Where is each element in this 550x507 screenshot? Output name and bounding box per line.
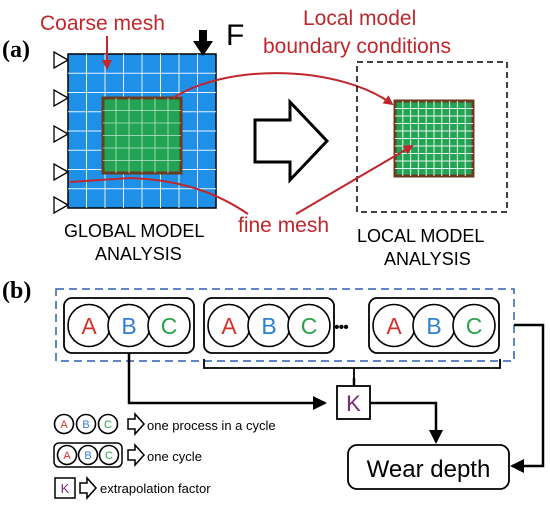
- wear-depth-label: Wear depth: [367, 456, 491, 483]
- fine-mesh-arrow-global: [69, 176, 249, 215]
- legend-factor-text: extrapolation factor: [100, 481, 211, 496]
- k-factor-label: K: [346, 391, 361, 416]
- cycles-to-wear-arrow: [510, 323, 545, 473]
- panel-a-label: (a): [2, 37, 30, 63]
- wear-depth-box: [347, 444, 510, 490]
- local-fine-mesh-grid: [395, 101, 473, 176]
- process-letter-b: B: [426, 313, 441, 339]
- process-letter-b: B: [261, 313, 276, 339]
- process-letter-b: B: [82, 419, 89, 431]
- process-letter-b: B: [84, 450, 91, 462]
- coarse-mesh-label: Coarse mesh: [40, 12, 165, 35]
- legend: A B C one process in a cycle A B C one cycle…: [53, 412, 276, 500]
- local-model-dashed-frame: [356, 61, 508, 213]
- process-circle-c: [452, 303, 496, 348]
- panel-b-label: (b): [2, 278, 31, 304]
- legend-arrow-icon: [127, 412, 146, 436]
- fine-mesh-label: fine mesh: [238, 214, 329, 237]
- legend-k-letter: K: [61, 481, 70, 496]
- local-caption-line2: ANALYSIS: [384, 249, 471, 269]
- fine-mesh-arrow-local: [295, 144, 414, 215]
- process-letter-c: C: [105, 450, 113, 462]
- process-circle-b: [77, 444, 99, 466]
- global-caption-line1: GLOBAL MODEL: [64, 221, 204, 241]
- process-letter-a: A: [60, 419, 68, 431]
- process-circle-c: [98, 444, 120, 466]
- first-cycle-to-k-arrow: [127, 353, 327, 410]
- ellipsis-dots: •••: [334, 319, 348, 336]
- support-triangle-icon: [53, 195, 70, 215]
- process-letter-b: B: [121, 313, 136, 339]
- process-letter-a: A: [81, 313, 97, 339]
- local-bc-label-line2: boundary conditions: [263, 35, 451, 58]
- global-fine-region-grid: [103, 98, 181, 173]
- process-circle-a: [53, 413, 75, 435]
- local-bc-label-line1: Local model: [303, 7, 416, 30]
- process-circle-b: [75, 413, 97, 435]
- support-triangles: [53, 50, 70, 215]
- process-circle-a: [56, 444, 78, 466]
- support-triangle-icon: [53, 162, 70, 182]
- legend-cycle-text: one cycle: [147, 449, 202, 464]
- process-circle-c: [287, 303, 331, 348]
- process-letter-a: A: [386, 313, 402, 339]
- legend-arrow-icon: [79, 476, 98, 500]
- global-model: [53, 50, 217, 215]
- cycles-bracket: [203, 359, 501, 378]
- process-letter-a: A: [221, 313, 237, 339]
- process-circle-c: [147, 303, 191, 348]
- process-letter-c: C: [161, 313, 178, 339]
- legend-arrow-icon: [127, 443, 146, 467]
- k-to-wear-arrow: [370, 401, 443, 444]
- force-arrow-icon: [193, 30, 213, 56]
- support-triangle-icon: [53, 124, 70, 144]
- support-triangle-icon: [53, 50, 70, 70]
- process-letter-a: A: [63, 450, 71, 462]
- legend-process-text: one process in a cycle: [147, 418, 276, 433]
- legend-process-symbols: A B C: [53, 413, 119, 435]
- legend-k-box: [54, 477, 76, 499]
- process-letter-c: C: [104, 419, 112, 431]
- process-letter-c: C: [301, 313, 318, 339]
- boundary-condition-transfer-arrow: [172, 72, 394, 106]
- global-caption-line2: ANALYSIS: [95, 244, 182, 264]
- process-letter-c: C: [466, 313, 483, 339]
- transfer-block-arrow-icon: [253, 98, 330, 184]
- legend-cycle-symbols: A B C: [56, 444, 120, 466]
- support-triangle-icon: [53, 88, 70, 108]
- force-label: F: [226, 19, 244, 52]
- local-caption-line1: LOCAL MODEL: [357, 226, 484, 246]
- process-circle-c: [97, 413, 119, 435]
